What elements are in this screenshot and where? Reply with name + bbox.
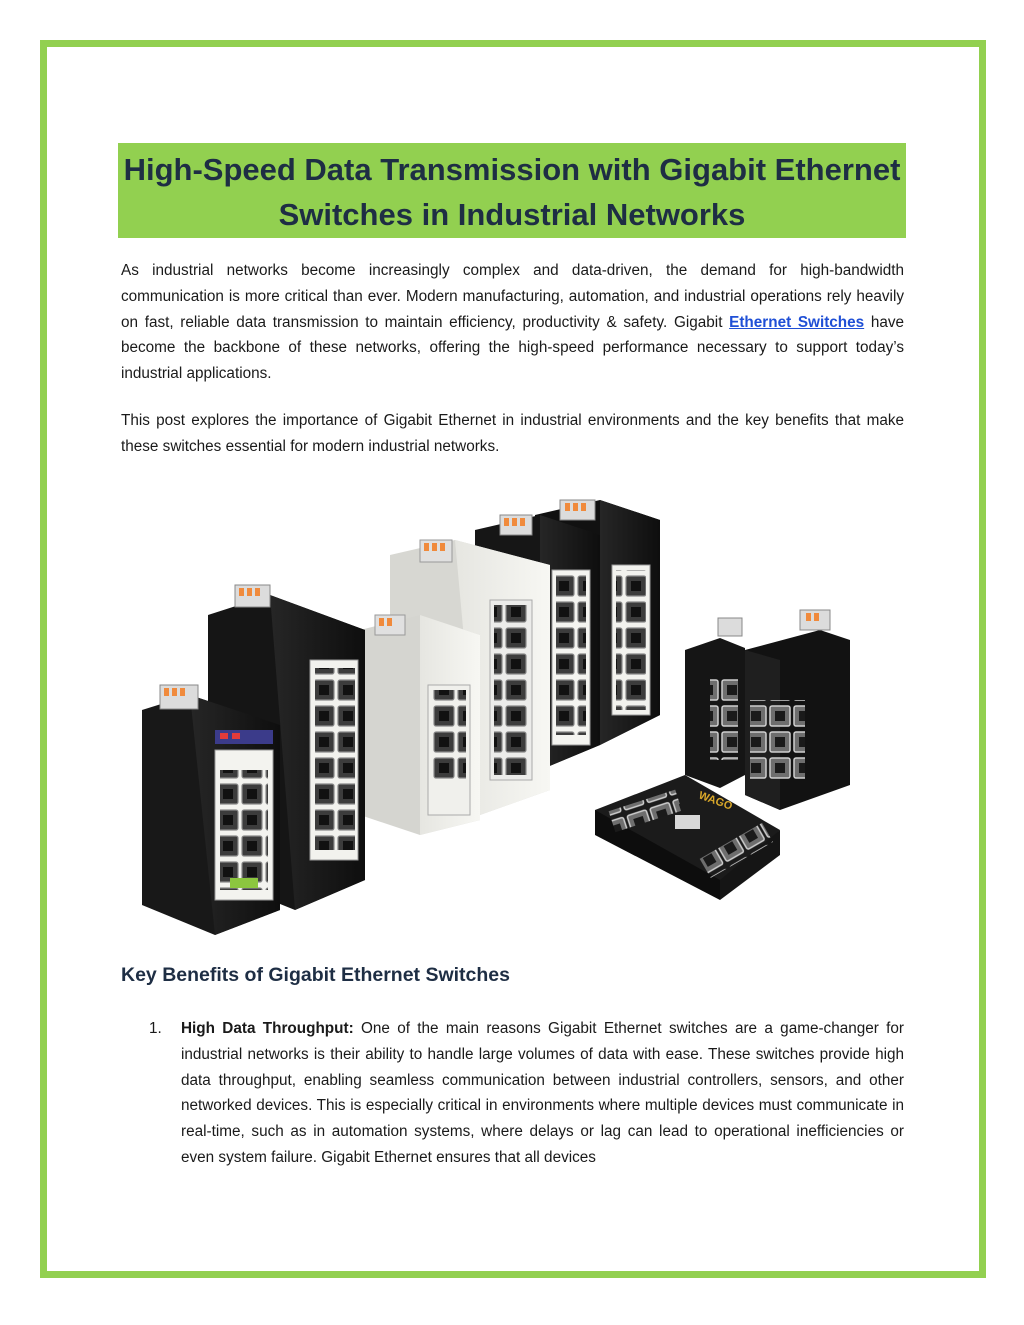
intro-text-before-link: As industrial networks become increasing… [121,262,904,331]
benefits-list: 1. High Data Throughput: One of the main… [121,1016,904,1171]
title-banner: High-Speed Data Transmission with Gigabi… [118,143,906,238]
switch-middle-white [360,614,480,835]
list-item: 1. High Data Throughput: One of the main… [121,1016,904,1171]
list-item-text: High Data Throughput: One of the main re… [181,1016,904,1171]
ethernet-switches-link[interactable]: Ethernet Switches [729,313,865,331]
post-summary-paragraph: This post explores the importance of Gig… [121,412,904,455]
switch-right-compact [745,609,850,810]
switch-right-slim [685,617,745,788]
intro-paragraph: As industrial networks become increasing… [121,258,904,387]
intro-section: As industrial networks become increasing… [121,258,904,387]
list-item-number: 1. [149,1020,162,1037]
intro-text-after-link: have become the backbone of these networ… [121,313,905,383]
switches-product-image: WAGO [142,499,850,935]
post-summary-section: This post explores the importance of Gig… [121,408,904,460]
list-item-body: One of the main reasons Gigabit Ethernet… [181,1020,904,1166]
switch-front-flat: WAGO [595,775,780,900]
switch-front-left [142,684,280,935]
list-item-title: High Data Throughput: [181,1020,354,1037]
section-heading: Key Benefits of Gigabit Ethernet Switche… [121,964,510,986]
document-title: High-Speed Data Transmission with Gigabi… [123,152,901,232]
